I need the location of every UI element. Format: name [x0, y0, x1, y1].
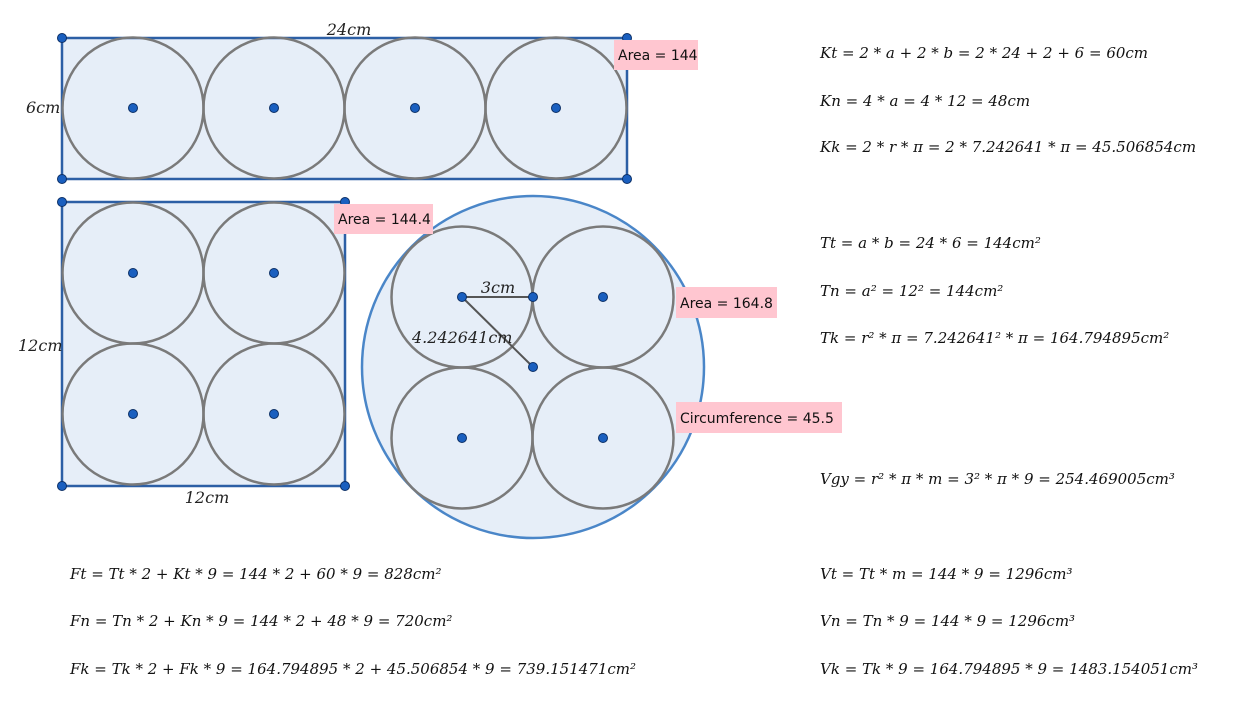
- formula-vk: Vk = Tk * 9 = 164.794895 * 9 = 1483.1540…: [820, 660, 1198, 678]
- center-point[interactable]: [269, 409, 279, 419]
- circumference-tag: Circumference = 45.5: [680, 411, 834, 427]
- formula-fn: Fn = Tn * 2 + Kn * 9 = 144 * 2 + 48 * 9 …: [70, 612, 453, 630]
- big-circle-center-point[interactable]: [528, 362, 538, 372]
- area-rect-tag: Area = 144: [618, 48, 698, 64]
- center-point[interactable]: [457, 292, 467, 302]
- square-circle-4: [202, 342, 346, 486]
- vertex-point[interactable]: [57, 197, 67, 207]
- radius-segment-big: [461, 296, 534, 368]
- radius-big-label: 4.242641cm: [411, 328, 512, 347]
- rect-top-label: 24cm: [326, 20, 372, 39]
- center-point[interactable]: [598, 292, 608, 302]
- formula-kk: Kk = 2 * r * π = 2 * 7.242641 * π = 45.5…: [820, 138, 1197, 156]
- vertex-point[interactable]: [340, 481, 350, 491]
- formula-tt: Tt = a * b = 24 * 6 = 144cm²: [820, 234, 1041, 252]
- vertex-point[interactable]: [622, 174, 632, 184]
- formula-tk: Tk = r² * π = 7.242641² * π = 164.794895…: [820, 329, 1170, 347]
- center-point[interactable]: [457, 433, 467, 443]
- tangent-point[interactable]: [528, 292, 538, 302]
- center-point[interactable]: [598, 433, 608, 443]
- formula-vt: Vt = Tt * m = 144 * 9 = 1296cm³: [820, 565, 1073, 583]
- area-circle-tag: Area = 164.8: [680, 296, 773, 312]
- formula-kt: Kt = 2 * a + 2 * b = 2 * 24 + 2 + 6 = 60…: [820, 44, 1149, 62]
- vertex-point[interactable]: [57, 33, 67, 43]
- inner-circle-4: [531, 366, 675, 510]
- center-point[interactable]: [551, 103, 561, 113]
- rect-circle-4: [484, 36, 628, 180]
- square-side-label: 12cm: [18, 336, 63, 355]
- center-point[interactable]: [128, 409, 138, 419]
- area-square-tag-bg: [334, 204, 433, 234]
- square-bottom-label: 12cm: [185, 488, 230, 507]
- circumference-tag-bg: [676, 402, 842, 433]
- formula-kn: Kn = 4 * a = 4 * 12 = 48cm: [820, 92, 1031, 110]
- vertex-point[interactable]: [57, 174, 67, 184]
- center-point[interactable]: [269, 268, 279, 278]
- radius-small-label: 3cm: [481, 278, 515, 297]
- formula-tn: Tn = a² = 12² = 144cm²: [820, 282, 1004, 300]
- formula-vgy: Vgy = r² * π * m = 3² * π * 9 = 254.4690…: [820, 470, 1175, 488]
- area-square-tag: Area = 144.4: [338, 212, 431, 228]
- rect-side-label: 6cm: [26, 98, 60, 117]
- formula-fk: Fk = Tk * 2 + Fk * 9 = 164.794895 * 2 + …: [70, 660, 637, 678]
- center-point[interactable]: [128, 103, 138, 113]
- center-point[interactable]: [128, 268, 138, 278]
- center-point[interactable]: [269, 103, 279, 113]
- formula-vn: Vn = Tn * 9 = 144 * 9 = 1296cm³: [820, 612, 1076, 630]
- vertex-point[interactable]: [57, 481, 67, 491]
- center-point[interactable]: [410, 103, 420, 113]
- area-circle-tag-bg: [676, 287, 777, 318]
- square-12x12: [60, 200, 347, 488]
- area-rect-tag-bg: [614, 40, 698, 70]
- formula-ft: Ft = Tt * 2 + Kt * 9 = 144 * 2 + 60 * 9 …: [70, 565, 442, 583]
